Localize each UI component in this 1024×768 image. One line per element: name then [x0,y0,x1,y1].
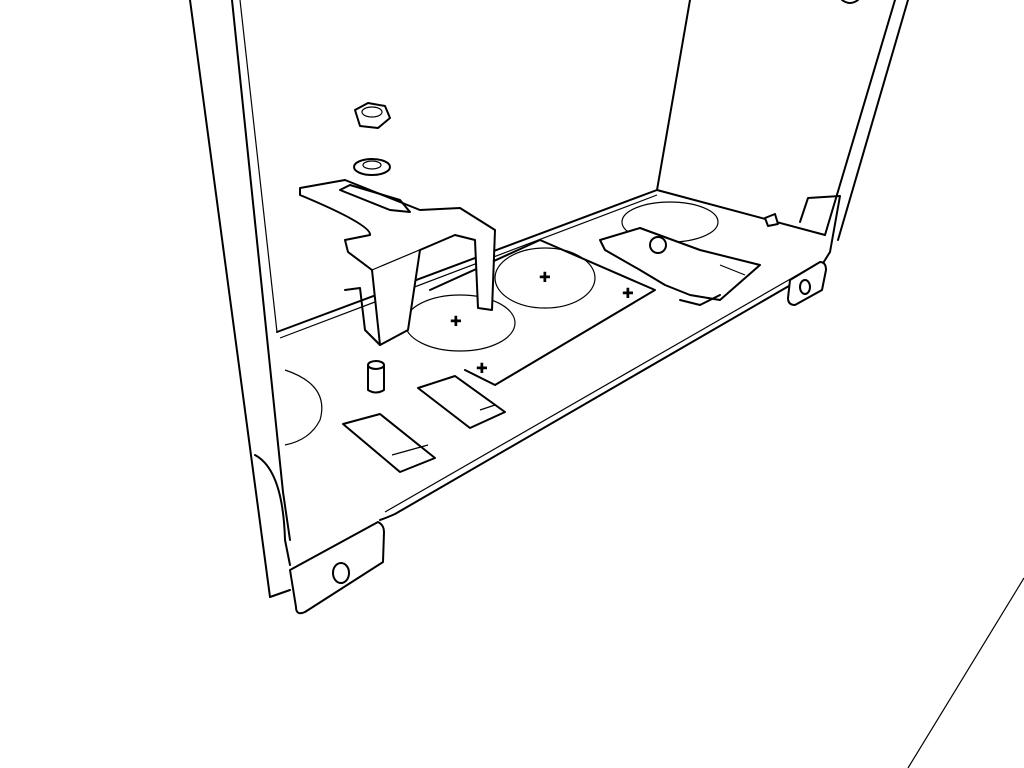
rectangular-knockouts [342,375,506,473]
top-right-fastener [841,0,859,4]
mounting-hole [799,279,811,295]
knockout-circle [494,247,596,309]
left-wall [189,0,291,598]
floor [282,251,831,541]
hex-nut [354,102,391,129]
background-edge-line [907,577,1024,768]
knockout-plate: ✚ ✚ ✚ ✚ [284,201,719,446]
cross-mark: ✚ [450,313,462,329]
left-mounting-flange [289,521,385,615]
lock-washer [353,158,391,176]
ground-bar [599,227,761,306]
small-stud [764,213,779,227]
back-wall [276,0,691,339]
standoff-pin [367,360,385,394]
cross-mark: ✚ [539,269,551,285]
cross-mark: ✚ [622,285,634,301]
right-mounting-flange [787,261,827,306]
cross-mark: ✚ [476,360,488,376]
right-wall [656,0,909,253]
mounting-hole [332,562,350,584]
bracket [299,179,496,346]
knockout-arc [284,369,323,446]
